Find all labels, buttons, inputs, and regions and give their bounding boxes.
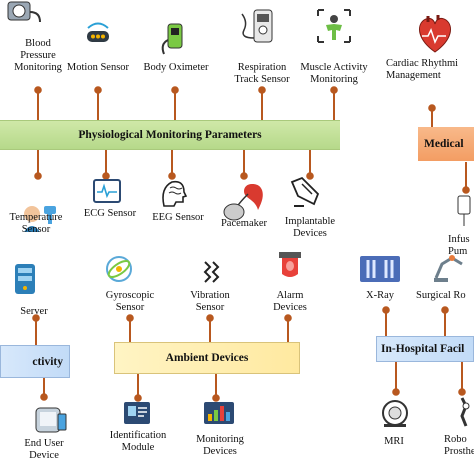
ecg-monitor-icon — [93, 179, 121, 203]
respiration-sensor-icon — [241, 9, 273, 43]
identification-module-icon — [124, 402, 150, 424]
label-motion-sensor: Motion Sensor — [66, 62, 130, 73]
section-ambient: Ambient Devices — [114, 342, 300, 374]
pacemaker-icon — [223, 184, 263, 221]
section-medical: Medical — [418, 127, 474, 161]
label-surgical-robot: Surgical Ro — [416, 290, 466, 301]
label-mri: MRI — [384, 436, 404, 447]
section-in-hospital: In-Hospital Facil — [376, 336, 474, 362]
vibration-icon — [203, 261, 220, 283]
motion-sensor-icon — [87, 22, 109, 42]
label-xray: X-Ray — [366, 290, 394, 301]
section-activity: ctivity — [0, 345, 70, 378]
surgical-robot-icon — [434, 255, 463, 282]
section-physiological: Physiological Monitoring Parameters — [0, 120, 340, 150]
robotic-prosthesis-icon — [460, 397, 470, 427]
gyroscope-icon — [106, 256, 132, 282]
label-ecg: ECG Sensor — [83, 208, 137, 219]
label-server: Server — [20, 306, 48, 317]
monitoring-devices-icon — [204, 402, 234, 424]
end-user-device-icon — [35, 407, 67, 433]
xray-icon — [360, 256, 400, 282]
server-icon — [15, 264, 35, 294]
mri-machine-icon — [382, 400, 408, 427]
oximeter-icon — [161, 23, 183, 55]
label-pacemaker: Pacemaker — [220, 218, 268, 229]
blood-pressure-icon — [7, 1, 41, 23]
implantable-device-icon — [290, 176, 320, 207]
muscle-activity-icon — [317, 9, 351, 43]
eeg-head-icon — [162, 180, 188, 207]
temperature-scanner-icon — [24, 206, 56, 232]
label-body-oximeter: Body Oximeter — [143, 62, 209, 73]
infusion-pump-icon — [457, 195, 471, 226]
label-eeg: EEG Sensor — [152, 212, 204, 223]
alarm-icon — [279, 252, 301, 277]
cardiac-heart-icon — [418, 15, 452, 53]
